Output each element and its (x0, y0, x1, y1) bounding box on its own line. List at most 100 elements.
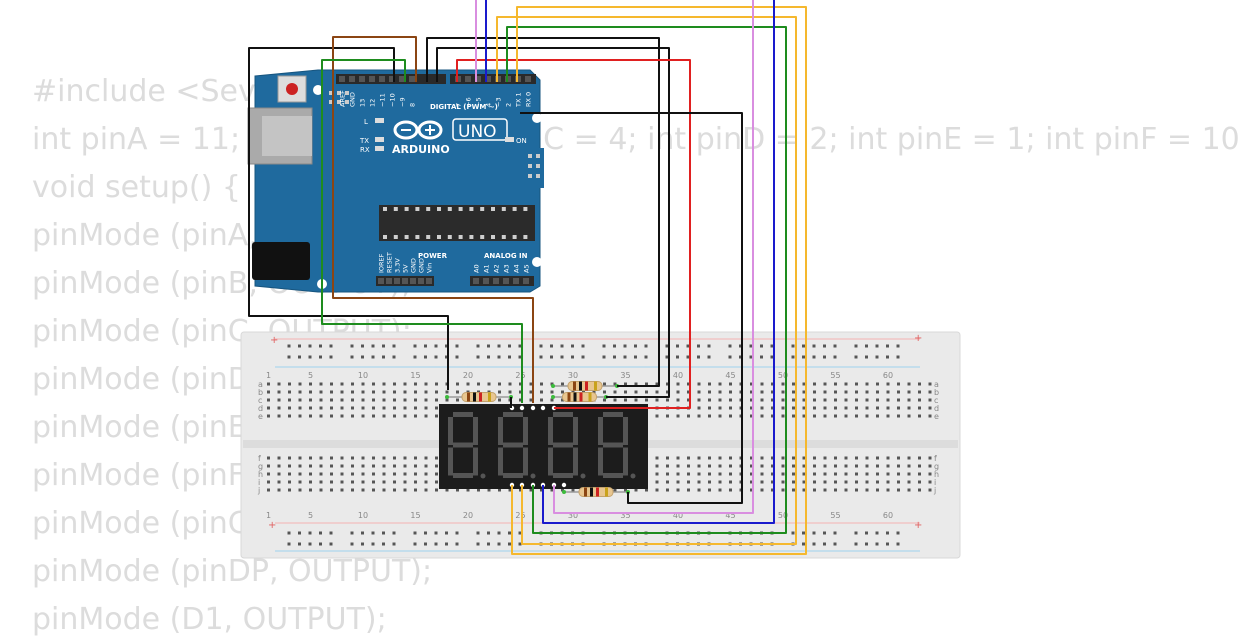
breadboard-hole (907, 390, 911, 394)
breadboard-column-number: 15 (410, 511, 420, 520)
header-pin (369, 76, 375, 82)
jumper-wire[interactable] (332, 36, 534, 403)
breadboard-hole (781, 406, 785, 410)
icsp-pin (337, 91, 341, 95)
breadboard-hole (907, 398, 911, 402)
breadboard-hole (834, 390, 837, 394)
header-pin (349, 76, 355, 82)
rail-hole (812, 344, 816, 348)
chip-pin (480, 235, 485, 239)
display-segment (603, 412, 623, 417)
digital-pin-label: 13 (359, 99, 367, 107)
breadboard-hole (855, 382, 858, 386)
wires[interactable] (248, 0, 807, 555)
jumper-wire[interactable] (496, 16, 797, 545)
rail-hole (508, 355, 511, 359)
breadboard-hole (823, 456, 827, 460)
rail-hole (865, 531, 868, 535)
resistor[interactable] (551, 381, 619, 391)
breadboard-column-number: 60 (883, 371, 893, 380)
breadboard-hole (928, 456, 932, 460)
chip-pin (501, 235, 506, 239)
breadboard-hole (666, 382, 669, 386)
breadboard-hole (435, 382, 438, 386)
usb-connector-inner (262, 116, 312, 156)
breadboard-hole (267, 480, 270, 484)
breadboard-hole (687, 398, 690, 402)
breadboard-hole (561, 390, 564, 394)
breadboard-hole (277, 472, 281, 476)
breadboard-hole (603, 398, 606, 402)
breadboard-hole (792, 390, 795, 394)
code-line: pinMode (pinDP, OUTPUT); (32, 554, 433, 589)
breadboard-hole (928, 480, 932, 484)
resistor[interactable] (551, 392, 608, 402)
breadboard-hole (519, 488, 522, 492)
breadboard-hole (886, 382, 890, 386)
header-pin (410, 278, 416, 284)
breadboard-hole (624, 390, 627, 394)
header-pin (386, 278, 392, 284)
jumper-wire[interactable] (321, 59, 523, 403)
jumper-wire[interactable] (436, 47, 670, 398)
jumper-wire[interactable] (426, 37, 660, 387)
breadboard-hole (267, 406, 270, 410)
breadboard-row-letter: e (258, 412, 263, 421)
breadboard-hole (277, 480, 281, 484)
resistors[interactable] (445, 381, 630, 497)
chip-pin (426, 207, 431, 211)
jumper-wire[interactable] (248, 47, 449, 390)
rail-hole (329, 531, 333, 535)
breadboard-hole (928, 488, 932, 492)
analog-header (470, 276, 534, 286)
jumper-wire[interactable] (511, 6, 807, 555)
breadboard-hole (645, 390, 648, 394)
breadboard-hole (760, 480, 764, 484)
breadboard-hole (298, 414, 302, 418)
breadboard-hole (361, 390, 365, 394)
breadboard-hole (697, 414, 701, 418)
breadboard-hole (687, 414, 690, 418)
plus-sign-top-left: + (270, 335, 278, 346)
breadboard-hole (288, 480, 291, 484)
breadboard-column-number: 50 (778, 511, 788, 520)
breadboard-hole (424, 472, 428, 476)
jumper-wire[interactable] (553, 0, 754, 514)
breadboard-hole (298, 472, 302, 476)
resistor-band (567, 392, 571, 402)
rail-hole (287, 542, 291, 546)
breadboard-hole (823, 398, 827, 402)
breadboard-hole (876, 398, 879, 402)
breadboard-hole (435, 464, 438, 468)
resistor[interactable] (445, 392, 513, 402)
breadboard-hole (792, 382, 795, 386)
seven-segment-display[interactable] (439, 404, 648, 489)
breadboard-hole (277, 382, 281, 386)
jumper-wire[interactable] (520, 112, 743, 504)
jumper-wire[interactable] (506, 26, 787, 534)
breadboard-hole (750, 480, 753, 484)
rail-hole (350, 344, 354, 348)
resistor-band (585, 381, 588, 391)
rail-hole (308, 531, 312, 535)
breadboard-hole (865, 488, 869, 492)
chip-pin (523, 235, 528, 239)
breadboard-hole (382, 480, 386, 484)
breadboard-hole (897, 406, 900, 410)
breadboard-hole (676, 390, 680, 394)
breadboard-hole (288, 464, 291, 468)
rail-hole (350, 542, 354, 546)
breadboard-hole (361, 456, 365, 460)
breadboard-hole (498, 398, 501, 402)
resistor[interactable] (562, 487, 630, 497)
display-pin (561, 482, 567, 488)
breadboard-hole (529, 398, 533, 402)
breadboard-hole (834, 480, 837, 484)
jumper-wire[interactable] (542, 0, 775, 524)
breadboard-hole (330, 464, 333, 468)
jumper-wire[interactable] (456, 59, 691, 409)
reset-button-cap[interactable] (286, 83, 298, 95)
breadboard-hole (708, 464, 711, 468)
rail-hole (308, 344, 312, 348)
